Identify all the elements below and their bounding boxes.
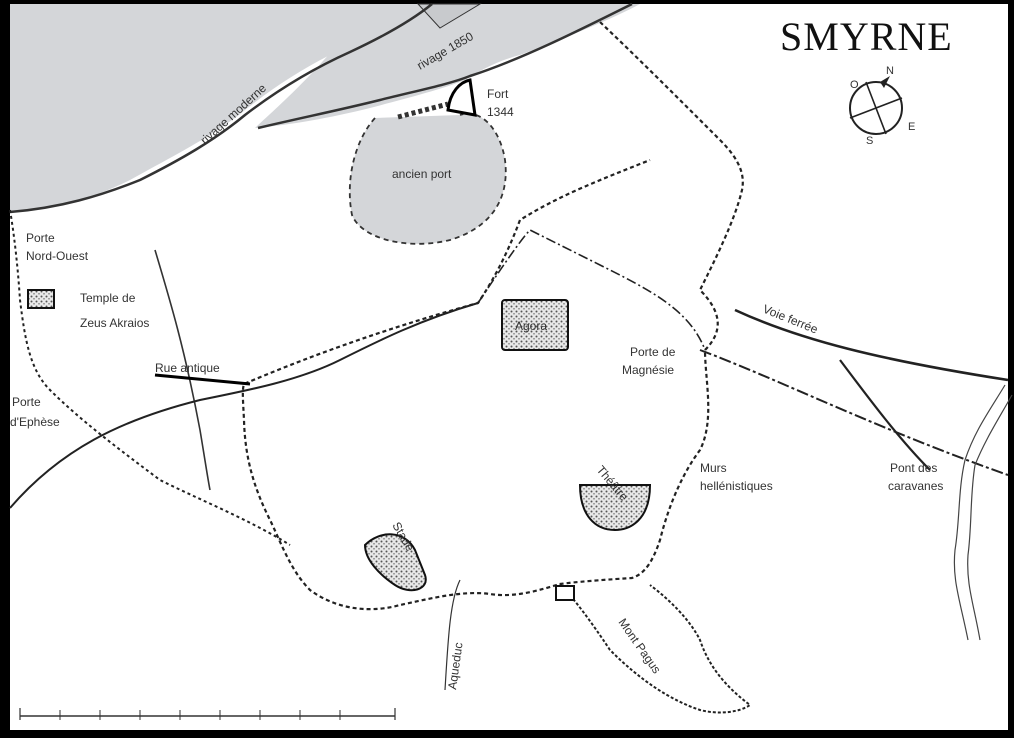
rivage-moderne-line: [9, 3, 433, 214]
gate-pagus: [555, 585, 575, 601]
city-wall: [241, 21, 744, 611]
rue-antique-road: [9, 302, 479, 509]
agora-building: [501, 299, 569, 351]
port-mole: [397, 101, 449, 120]
label-fort-year: 1344: [487, 105, 514, 119]
label-temple-2: Zeus Akraios: [80, 316, 149, 330]
label-rue-antique: Rue antique: [155, 361, 220, 375]
fort-1344: [446, 78, 477, 117]
aqueduct-line: [154, 249, 211, 491]
label-aqueduc: Aqueduc: [445, 642, 465, 691]
label-ancien-port: ancien port: [392, 167, 452, 181]
ancien-port-shape: [348, 112, 507, 245]
label-agora: Agora: [515, 319, 547, 333]
label-murs-2: hellénistiques: [700, 479, 773, 493]
sea-area: [10, 4, 430, 212]
temple-building: [27, 289, 55, 309]
compass-n: N: [886, 65, 894, 77]
compass-o: O: [850, 79, 859, 91]
voie-ferree-branch: [699, 349, 1009, 476]
stadium-building: [363, 533, 427, 592]
scale-bar: [19, 708, 396, 720]
map-title: SMYRNE: [780, 14, 953, 59]
north-wall: [477, 229, 706, 351]
label-porte-magnesie-2: Magnésie: [622, 363, 674, 377]
compass-rose-icon: [849, 76, 903, 135]
label-porte-no-2: Nord-Ouest: [26, 249, 89, 263]
label-pont-2: caravanes: [888, 479, 943, 493]
railway-east: [839, 359, 931, 471]
rivage-1850-line: [257, 2, 633, 130]
label-porte-ephese-2: d'Ephèse: [10, 415, 60, 429]
rue-antique-street: [154, 373, 251, 386]
compass-e: E: [908, 121, 915, 133]
west-wall: [9, 209, 291, 546]
aqueduct-south: [444, 579, 461, 691]
label-murs-1: Murs: [700, 461, 727, 475]
label-temple-1: Temple de: [80, 291, 136, 305]
label-porte-no-1: Porte: [26, 231, 55, 245]
theatre-building: [578, 484, 652, 532]
label-porte-ephese-1: Porte: [12, 395, 41, 409]
label-porte-magnesie-1: Porte de: [630, 345, 676, 359]
sea-area-north: [255, 4, 640, 128]
compass-s: S: [866, 135, 873, 147]
voie-ferree-line: [734, 308, 1009, 382]
label-pont-1: Pont des: [890, 461, 937, 475]
islet: [416, 3, 482, 29]
label-fort: Fort: [487, 87, 509, 101]
river-bank: [967, 394, 1013, 641]
river: [953, 384, 1006, 641]
